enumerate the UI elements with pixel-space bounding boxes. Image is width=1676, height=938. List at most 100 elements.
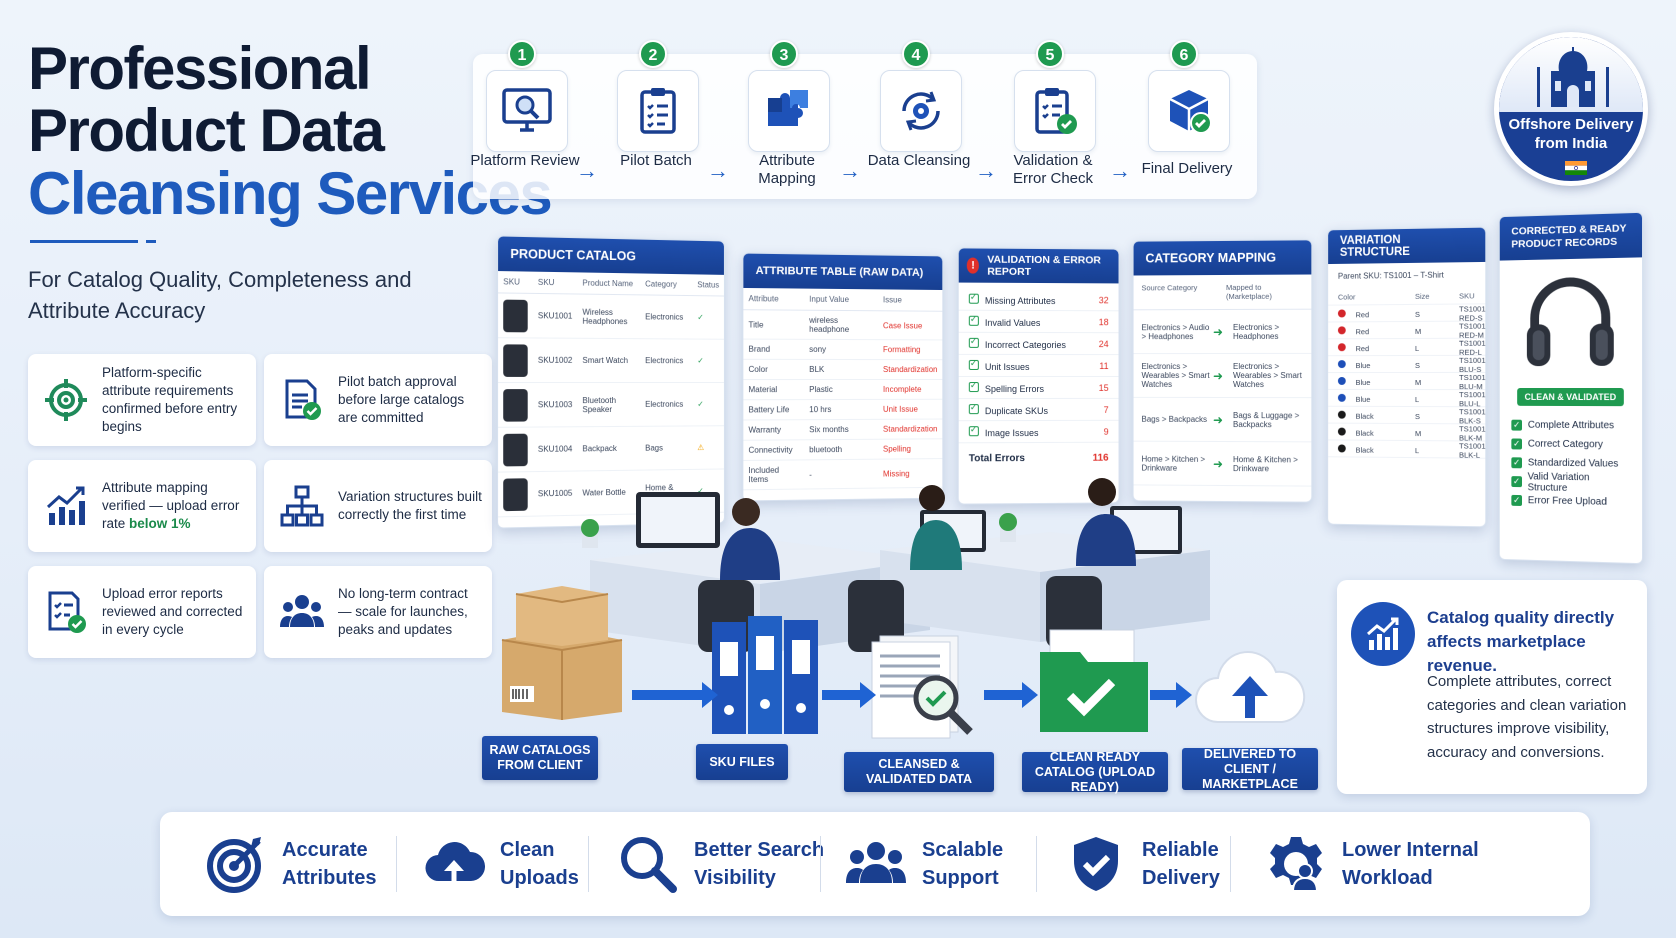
arrow-right-icon: → (576, 158, 598, 183)
tag-wrap: CLEAN & VALIDATED (1500, 387, 1642, 407)
error-count: 7 (1103, 404, 1109, 415)
benefit-text: Attribute mapping verified — upload erro… (102, 479, 246, 533)
color-name: Red (1355, 326, 1370, 336)
footer-label: Reliable Delivery (1142, 839, 1220, 889)
panel-title: VARIATION STRUCTURE (1328, 227, 1486, 265)
footer-label: Scalable Support (922, 839, 1004, 889)
swatch-cell (1337, 427, 1356, 438)
page-title: Professional Product Data Cleansing Serv… (28, 37, 553, 225)
col-header: SKU (1459, 290, 1475, 301)
panel-title: ATTRIBUTE TABLE (RAW DATA) (743, 253, 943, 291)
checkbox-icon (968, 315, 979, 326)
growth-chart-icon (1351, 602, 1415, 666)
issue-cell: Case Issue (878, 310, 943, 340)
color-swatch (1337, 309, 1346, 318)
product-thumb-cell (498, 427, 533, 473)
col-header: Size (1414, 291, 1430, 301)
total-value: 116 (1092, 452, 1109, 464)
binders-image (708, 612, 826, 740)
product-name-cell: Wireless Headphones (577, 294, 641, 339)
variation-structure-panel: VARIATION STRUCTURE Parent SKU: TS1001 –… (1327, 226, 1487, 528)
target-icon (204, 832, 268, 896)
checkbox-icon (968, 337, 979, 348)
col-header: Color (1337, 292, 1356, 302)
list-item: ✓Complete Attributes (1511, 416, 1630, 436)
arrow-right-icon: ➜ (1213, 324, 1224, 339)
taj-mahal-icon (1533, 47, 1613, 118)
size-cell: M (1414, 326, 1422, 336)
error-count: 9 (1103, 426, 1109, 437)
step-label: Data Cleansing (867, 152, 971, 169)
arrow-right-icon: ➜ (1213, 368, 1224, 383)
document-check-icon (278, 376, 326, 424)
clipboard-icon (617, 70, 699, 152)
package-check-icon (1148, 70, 1230, 152)
pipeline-label-delivered: DELIVERED TO CLIENT / MARKETPLACE (1182, 747, 1318, 791)
error-type: Spelling Errors (968, 381, 1044, 394)
team-icon (844, 832, 908, 896)
swatch-cell (1337, 309, 1356, 319)
col-header: SKU (532, 271, 578, 295)
category-mapping-panel: CATEGORY MAPPING Source Category Mapped … (1132, 239, 1313, 503)
product-thumbnail (503, 299, 528, 332)
color-swatch (1337, 427, 1346, 436)
value-cell: 10 hrs (804, 399, 879, 420)
source-category: Bags > Backpacks (1141, 414, 1208, 424)
color-name: Blue (1355, 394, 1371, 404)
benefit-text: Upload error reports reviewed and correc… (102, 586, 243, 637)
validation-list: Missing Attributes32Invalid Values18Inco… (958, 283, 1119, 444)
cloud-upload-image (1190, 640, 1310, 730)
checkbox-icon (968, 381, 979, 392)
footer-label: Lower Internal Workload (1342, 839, 1479, 889)
team-icon (278, 588, 326, 636)
arrow-right-icon: → (1109, 158, 1131, 183)
attribute-cell: Title (743, 309, 805, 340)
value-cell: Plastic (804, 379, 879, 400)
panel-title: CATEGORY MAPPING (1133, 240, 1312, 276)
benefit-card-contract: No long-term contract — scale for launch… (264, 566, 492, 658)
swatch-cell (1337, 326, 1356, 336)
mapping-header: Source Category Mapped to (Marketplace) (1133, 274, 1312, 311)
size-cell: S (1414, 411, 1420, 421)
attribute-cell: Connectivity (743, 439, 805, 461)
error-label: Duplicate SKUs (984, 405, 1049, 416)
final-records-panel: CORRECTED & READY PRODUCT RECORDS CLEAN … (1498, 211, 1644, 565)
pipeline-label-raw: RAW CATALOGS FROM CLIENT (482, 736, 598, 780)
check-icon: ✓ (692, 382, 724, 426)
list-item: Electronics > Audio > Headphones➜Electro… (1133, 309, 1312, 355)
color-swatch (1337, 444, 1346, 453)
pipeline-label-sku: SKU FILES (696, 744, 788, 780)
swatch-cell (1337, 377, 1356, 387)
checklist-label: Complete Attributes (1527, 419, 1615, 432)
title-underline (30, 240, 138, 243)
error-label: Missing Attributes (984, 295, 1056, 306)
error-count: 11 (1099, 360, 1109, 371)
flow-arrow-icon (632, 682, 718, 708)
size-cell: S (1414, 309, 1420, 319)
green-folder-check-image (1036, 622, 1152, 740)
color-name: Black (1355, 445, 1374, 455)
error-count: 15 (1098, 382, 1109, 393)
category-cell: Bags (640, 425, 693, 471)
product-thumbnail (503, 433, 528, 466)
checklist-label: Valid Variation Structure (1527, 470, 1590, 494)
value-cell: bluetooth (804, 439, 879, 460)
footer-label: Better Search Visibility (694, 839, 825, 889)
footer-item-workload: Lower Internal Workload (1264, 830, 1492, 898)
warning-icon: ⚠ (692, 425, 724, 470)
product-thumb-cell (498, 337, 533, 383)
error-count: 24 (1098, 338, 1109, 349)
list-item: Bags > Backpacks➜Bags & Luggage > Backpa… (1133, 397, 1312, 443)
color-swatch (1337, 410, 1346, 419)
footer-item-delivery: Reliable Delivery (1064, 830, 1252, 898)
footer-item-uploads: Clean Uploads (422, 830, 600, 898)
search-icon (616, 832, 680, 896)
